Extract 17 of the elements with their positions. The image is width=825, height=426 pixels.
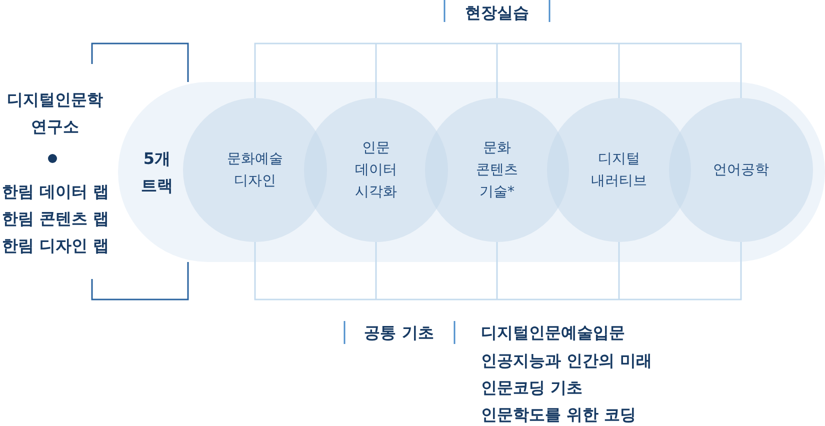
course-name: 인문학도를 위한 코딩 — [481, 404, 636, 426]
track-name: 디지털 내러티브 — [590, 150, 648, 191]
section-heading: 현장실습 — [465, 2, 529, 24]
track-name: 인문 데이터 시각화 — [354, 139, 398, 202]
track-band — [118, 82, 825, 262]
track-name: 문화 콘텐츠 기술* — [475, 139, 519, 202]
lab-name: 한림 디자인 랩 — [2, 234, 110, 256]
lab-name: 한림 데이터 랩 — [2, 180, 110, 202]
course-name: 인문코딩 기초 — [481, 376, 583, 398]
course-name: 인공지능과 인간의 미래 — [481, 350, 652, 372]
track-name: 문화예술 디자인 — [226, 150, 284, 191]
track-name: 언어공학 — [713, 161, 769, 180]
section-heading: 공통 기초 — [364, 322, 434, 344]
institute-name: 디지털인문학 연구소 — [6, 89, 104, 138]
track-count-label: 5개 트랙 — [140, 148, 174, 197]
lab-name: 한림 콘텐츠 랩 — [2, 208, 110, 230]
course-name: 디지털인문예술입문 — [481, 322, 625, 344]
